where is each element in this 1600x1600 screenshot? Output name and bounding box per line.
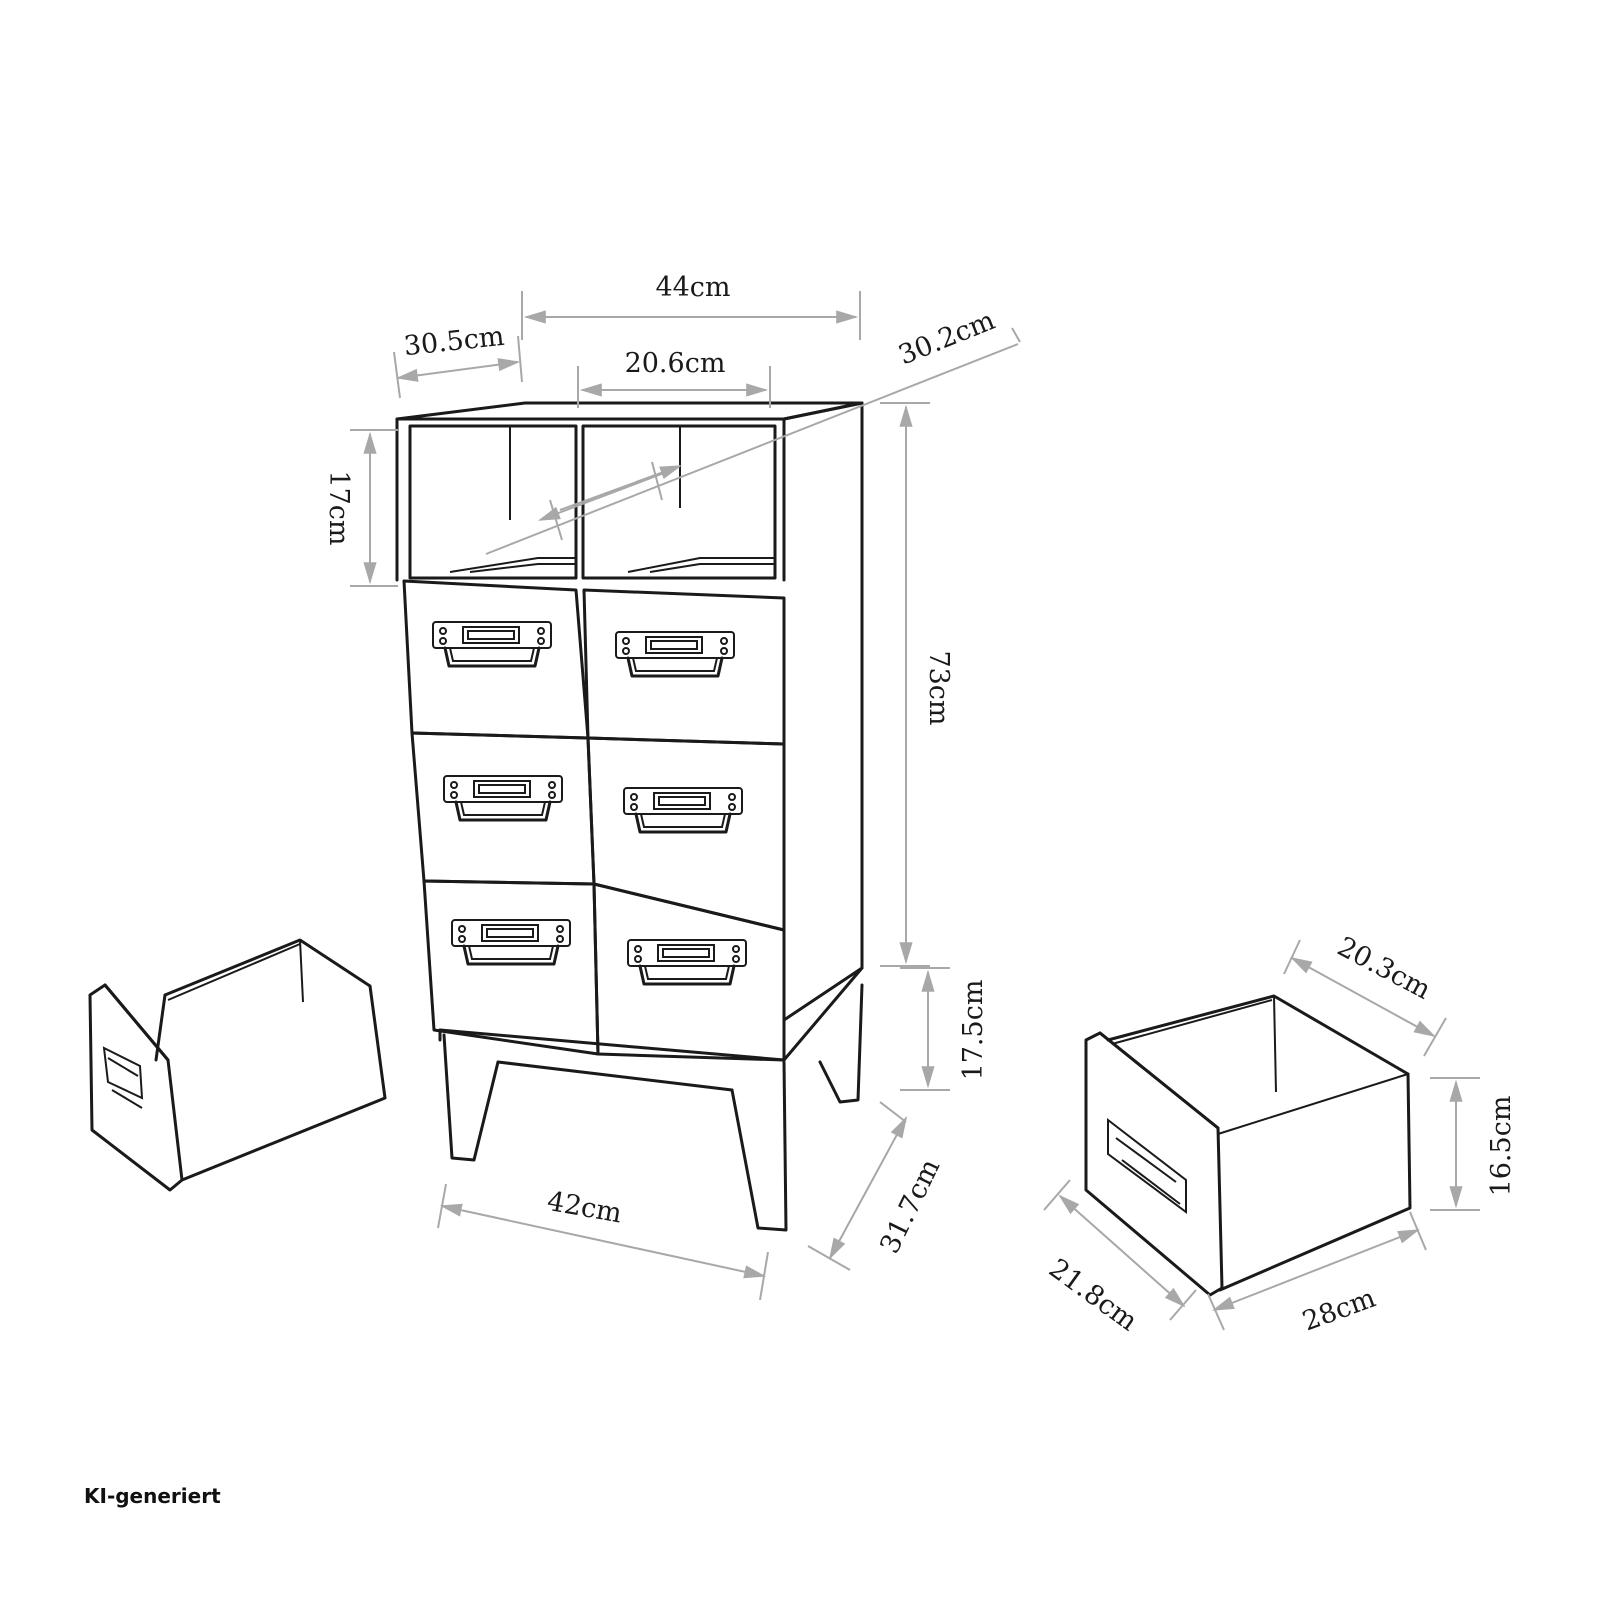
drawer-front-2: [582, 588, 786, 746]
dim-label-depth-right: 30.2cm: [894, 305, 999, 372]
drawer-handle-icon: [622, 786, 744, 834]
dimension-labels: 44cm 30.5cm 20.6cm 30.2cm 17cm 73cm 17.5…: [323, 272, 1517, 1337]
drawer-front-3: [410, 731, 596, 886]
watermark-label: KI-generiert: [84, 1484, 221, 1508]
dim-label-leg-height: 17.5cm: [958, 980, 989, 1081]
dimension-lines: [350, 291, 1480, 1331]
loose-drawer-right: [1084, 994, 1412, 1297]
drawer-front-5: [422, 879, 600, 1056]
open-compartment-left: [408, 424, 578, 580]
drawer-handle-icon: [1107, 1117, 1187, 1214]
drawer-front-4: [586, 736, 786, 932]
dim-label-depth-left: 30.5cm: [402, 321, 506, 362]
drawer-handle-icon: [431, 620, 553, 668]
dim-label-total-height: 73cm: [923, 650, 954, 725]
drawer-handle-icon: [626, 938, 748, 986]
dim-label-compartment-height: 17cm: [323, 470, 354, 545]
dim-label-drawer-depth: 21.8cm: [1043, 1253, 1143, 1337]
dim-label-top-width: 44cm: [655, 272, 730, 303]
dim-label-drawer-length: 28cm: [1299, 1283, 1380, 1338]
drawer-handle-icon: [442, 774, 564, 822]
dim-label-drawer-height: 16.5cm: [1486, 1096, 1517, 1197]
loose-drawer-left: [88, 938, 387, 1192]
dim-label-base-width: 42cm: [545, 1186, 624, 1230]
cabinet-leg: [442, 1033, 500, 1162]
drawer-handle-icon: [102, 1046, 144, 1100]
drawer-front-1: [402, 579, 590, 740]
cabinet-side: [782, 401, 864, 1022]
drawer-front-6: [592, 882, 786, 1062]
cabinet-leg: [730, 1060, 788, 1232]
drawer-handle-icon: [614, 630, 736, 678]
cabinet: [395, 401, 864, 1232]
dim-label-drawer-inner-width: 20.3cm: [1332, 931, 1436, 1006]
drawer-handle-icon: [450, 918, 572, 966]
dim-label-inner-width: 20.6cm: [625, 348, 726, 379]
cabinet-leg: [818, 983, 864, 1104]
dim-label-base-depth: 31.7cm: [874, 1154, 946, 1258]
